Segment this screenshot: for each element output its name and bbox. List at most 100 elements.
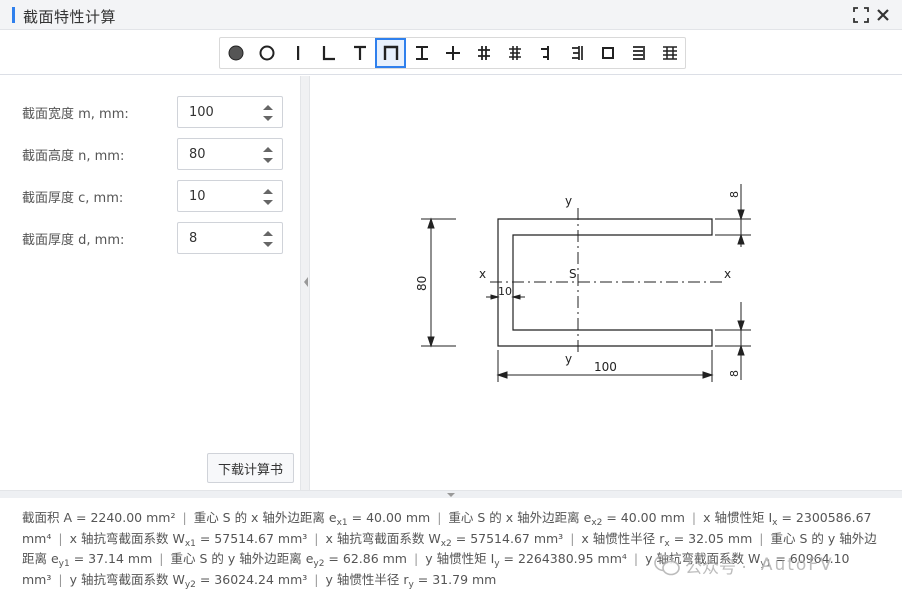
result-separator: | — [570, 530, 575, 546]
result-wx2: x 轴抗弯截面系数 Wx2 = 57514.67 mm³ — [325, 530, 564, 549]
result-separator: | — [58, 530, 63, 546]
arrow-up-icon — [263, 147, 273, 152]
param-row-thickness-d: 截面厚度 d, mm: 8 — [22, 222, 284, 254]
axis-y-bottom-label: y — [565, 352, 572, 366]
shape-multi-flange[interactable] — [654, 38, 685, 68]
bottom-flange-label: 8 — [728, 370, 741, 377]
shape-cross[interactable] — [437, 38, 468, 68]
channel-outline — [497, 218, 713, 347]
thickness-d-stepper[interactable]: 8 — [177, 222, 283, 254]
result-ry: y 轴惯性半径 ry = 31.79 mm — [325, 571, 497, 590]
download-report-button[interactable]: 下载计算书 — [207, 453, 294, 483]
collapse-down-icon[interactable] — [446, 492, 456, 498]
channel-icon — [383, 45, 398, 60]
maximize-button[interactable] — [851, 5, 871, 25]
param-row-width: 截面宽度 m, mm: 100 — [22, 96, 284, 128]
hollow-circle-icon — [259, 45, 274, 61]
shape-double-cross[interactable] — [468, 38, 499, 68]
thickness-c-value[interactable]: 10 — [189, 189, 206, 204]
shape-hollow-rect[interactable] — [592, 38, 623, 68]
result-separator: | — [633, 551, 639, 566]
i-bar-icon — [296, 46, 299, 60]
multi-flange-icon — [662, 46, 677, 60]
width-value[interactable]: 100 — [189, 105, 214, 120]
axis-y-top-label: y — [565, 194, 572, 208]
shape-hollow-circle[interactable] — [251, 38, 282, 68]
shape-stacked-bars[interactable] — [623, 38, 654, 68]
result-separator: | — [58, 571, 63, 587]
height-stepper[interactable]: 80 — [177, 138, 283, 170]
shape-solid-circle[interactable] — [220, 38, 251, 68]
arrow-down-icon — [263, 242, 273, 247]
arrow-down-icon — [263, 200, 273, 205]
channel-section-diagram: x x y y S 80 100 10 — [415, 184, 751, 382]
shape-toolbar — [219, 37, 686, 69]
cross-icon — [445, 46, 460, 60]
result-ex1: 重心 S 的 x 轴外边距离 ex1 = 40.00 mm — [193, 510, 431, 528]
result-separator: | — [759, 530, 764, 546]
top-flange-dimension — [715, 184, 751, 247]
parameter-panel: 截面宽度 m, mm: 100 截面高度 n, mm: 80 截面厚度 c, m… — [0, 76, 300, 490]
hollow-rect-icon — [601, 47, 614, 59]
result-area: 截面积 A = 2240.00 mm² — [22, 510, 176, 525]
thickness-c-stepper[interactable]: 10 — [177, 180, 283, 212]
shape-offset-bracket-double[interactable] — [561, 38, 592, 68]
height-dimension — [421, 217, 456, 348]
stepper-arrows[interactable] — [262, 187, 274, 207]
bottom-flange-dimension — [715, 302, 751, 380]
width-dimension — [496, 350, 714, 382]
result-separator: | — [314, 530, 319, 546]
width-dimension-label: 100 — [594, 360, 617, 374]
arrow-up-icon — [263, 189, 273, 194]
shape-i-beam[interactable] — [406, 38, 437, 68]
close-button[interactable] — [873, 5, 893, 25]
centroid-label: S — [569, 267, 577, 281]
web-thickness-dimension — [486, 294, 525, 300]
shape-flat-bar[interactable] — [282, 38, 313, 68]
title-bar: 截面特性计算 — [0, 0, 902, 30]
arrow-up-icon — [263, 105, 273, 110]
shape-toolbar-area — [0, 31, 902, 75]
axis-x-right-label: x — [724, 267, 731, 281]
close-icon — [877, 9, 889, 21]
result-wx1: x 轴抗弯截面系数 Wx1 = 57514.67 mm³ — [69, 530, 308, 549]
stepper-arrows[interactable] — [262, 145, 274, 165]
window-title: 截面特性计算 — [23, 8, 117, 26]
result-separator: | — [691, 510, 697, 525]
stacked-bars-icon — [632, 46, 645, 60]
result-ix: x 轴惯性矩 Ix = 2300586.67 mm⁴ — [22, 510, 872, 546]
result-separator: | — [314, 571, 319, 587]
result-iy: y 轴惯性矩 Iy = 2264380.95 mm⁴ — [425, 551, 627, 569]
horizontal-splitter[interactable] — [0, 490, 902, 498]
top-flange-label: 8 — [728, 191, 741, 198]
result-separator: | — [182, 510, 187, 525]
collapse-left-icon[interactable] — [303, 276, 309, 288]
thickness-d-value[interactable]: 8 — [189, 231, 198, 246]
arrow-up-icon — [263, 231, 273, 236]
width-stepper[interactable]: 100 — [177, 96, 283, 128]
shape-angle[interactable] — [313, 38, 344, 68]
shape-double-cross-variant[interactable] — [499, 38, 530, 68]
solid-circle-icon — [228, 45, 243, 61]
shape-channel[interactable] — [375, 38, 406, 68]
tee-icon — [353, 45, 366, 60]
axis-x-left-label: x — [479, 267, 486, 281]
arrow-down-icon — [263, 158, 273, 163]
param-label-thickness-d: 截面厚度 d, mm: — [22, 233, 125, 248]
result-separator: | — [159, 551, 164, 566]
result-ey1: 重心 S 的 y 轴外边距离 ey1 = 37.14 mm — [22, 530, 877, 569]
stepper-arrows[interactable] — [262, 103, 274, 123]
shape-offset-bracket[interactable] — [530, 38, 561, 68]
param-label-thickness-c: 截面厚度 c, mm: — [22, 191, 124, 206]
results-panel: 截面积 A = 2240.00 mm² | 重心 S 的 x 轴外边距离 ex1 =… — [0, 498, 902, 598]
vertical-splitter[interactable] — [300, 76, 310, 490]
param-row-height: 截面高度 n, mm: 80 — [22, 138, 284, 170]
double-cross-variant-icon — [508, 46, 521, 60]
result-ey2: 重心 S 的 y 轴外边距离 ey2 = 62.86 mm — [170, 551, 408, 569]
arrow-down-icon — [263, 116, 273, 121]
stepper-arrows[interactable] — [262, 229, 274, 249]
web-thickness-label: 10 — [498, 285, 512, 298]
height-value[interactable]: 80 — [189, 147, 206, 162]
shape-tee[interactable] — [344, 38, 375, 68]
title-accent — [12, 7, 15, 23]
